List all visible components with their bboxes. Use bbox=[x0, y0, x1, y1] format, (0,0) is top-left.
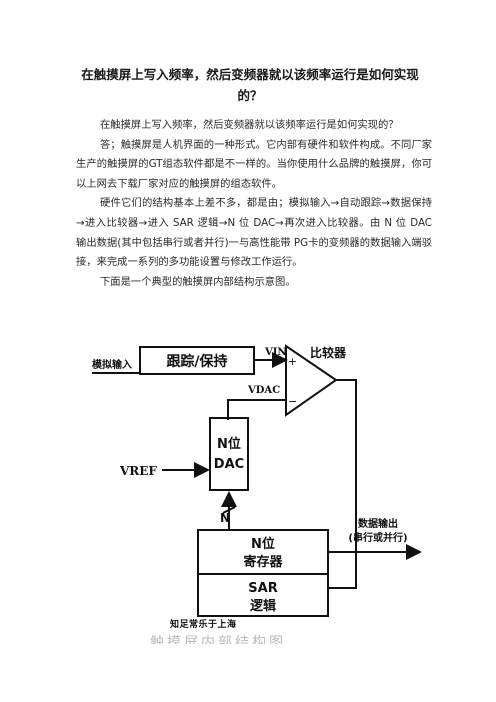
sar-label-line2: 逻辑 bbox=[250, 598, 276, 614]
dac-label-line2: DAC bbox=[214, 457, 244, 472]
sar-box bbox=[197, 573, 329, 617]
data-output-label-line2: (串行或并行) bbox=[348, 531, 407, 544]
sar-adc-diagram: 模拟输入 跟踪/保持 VIN + − 比较器 VDAC N位 DAC VREF … bbox=[90, 330, 450, 640]
paragraph-hardware: 硬件它们的结构基本上差不多，都是由；模拟输入→自动跟踪→数据保持→进入比较器→进… bbox=[76, 197, 432, 269]
n-bus-slash bbox=[222, 506, 236, 514]
vref-label: VREF bbox=[119, 464, 157, 478]
faded-caption: 触摸屏内部结构图 bbox=[150, 635, 286, 644]
plus-sign: + bbox=[288, 355, 297, 368]
paragraph-answer: 答；触摸屏是人机界面的一种形式。它内部有硬件和软件构成。不同厂家生产的触摸屏的G… bbox=[76, 138, 432, 190]
register-label-line2: 寄存器 bbox=[243, 554, 283, 570]
dac-box bbox=[209, 417, 249, 491]
document-title: 在触摸屏上写入频率，然后变频器就以该频率运行是如何实现的？ bbox=[81, 67, 419, 103]
sar-label-line1: SAR bbox=[248, 581, 277, 596]
vdac-label: VDAC bbox=[247, 385, 280, 396]
analog-input-label: 模拟输入 bbox=[92, 358, 132, 371]
watermark-signature: 知足常乐于上海 bbox=[170, 620, 237, 630]
paragraph-figure-intro: 下面是一个典型的触摸屏内部结构示意图。 bbox=[100, 275, 296, 288]
minus-sign: − bbox=[288, 395, 297, 408]
register-label-line1: N位 bbox=[251, 536, 275, 552]
comparator-output-wire bbox=[328, 379, 357, 589]
vdac-feedback-wire bbox=[227, 399, 254, 420]
n-label: N bbox=[220, 511, 230, 525]
data-output-label-line1: 数据输出 bbox=[358, 517, 398, 530]
paragraph-question: 在触摸屏上写入频率，然后变频器就以该频率运行是如何实现的？ bbox=[100, 119, 399, 131]
track-hold-label: 跟踪/保持 bbox=[166, 353, 227, 370]
document-body: 在触摸屏上写入频率，然后变频器就以该频率运行是如何实现的？ 答；触摸屏是人机界面… bbox=[76, 116, 432, 292]
vin-label: VIN bbox=[264, 347, 287, 358]
comparator-triangle bbox=[285, 344, 338, 417]
dac-label-line1: N位 bbox=[217, 436, 241, 452]
comparator-label: 比较器 bbox=[310, 345, 347, 360]
